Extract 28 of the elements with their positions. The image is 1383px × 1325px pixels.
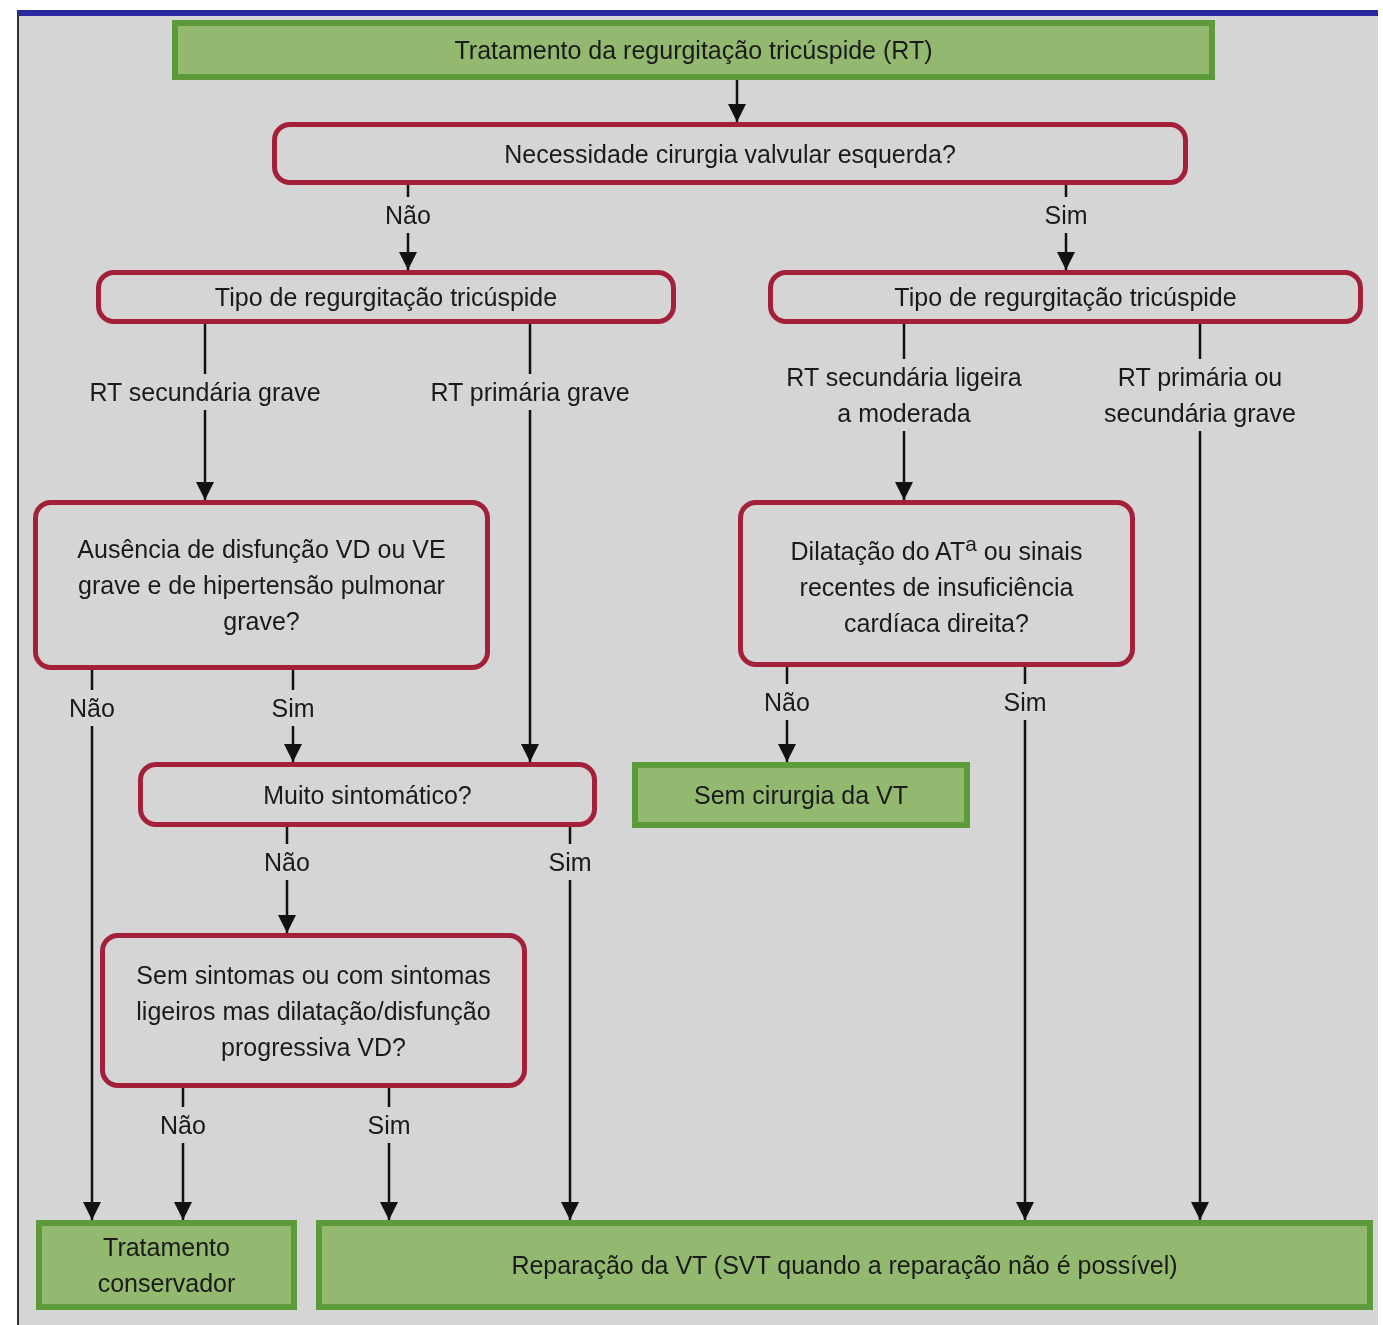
node-text: Sem cirurgia da VT bbox=[694, 780, 908, 811]
arrow bbox=[561, 827, 579, 1220]
node-text: Tipo de regurgitação tricúspide bbox=[894, 282, 1237, 313]
decision-box bbox=[768, 270, 1363, 324]
action-box bbox=[172, 20, 1215, 80]
arrow bbox=[83, 670, 101, 1220]
decision-box bbox=[100, 933, 527, 1088]
action-box bbox=[632, 762, 970, 828]
decision-box bbox=[96, 270, 676, 324]
arrow bbox=[1016, 667, 1034, 1220]
arrow bbox=[728, 80, 746, 122]
node-text: Tipo de regurgitação tricúspide bbox=[214, 282, 558, 313]
node-text: Necessidade cirurgia valvular esquerda? bbox=[504, 138, 956, 170]
decision-box bbox=[738, 500, 1135, 667]
action-box bbox=[36, 1220, 297, 1310]
node-text: Dilatação do AT$^{a}$ ou sinais recentes de insuficiência cardíaca direita? bbox=[789, 530, 1084, 640]
node-text: Ausência de disfunção VD ou VE grave e de hipertensão pulmonar grave? bbox=[76, 534, 447, 637]
node-text: Tratamento conservador bbox=[96, 1232, 237, 1299]
node-text: Sem sintomas ou com sintomas ligeiros mas dilatação/disfunção progressiva VD? bbox=[135, 959, 492, 1063]
arrow bbox=[1191, 324, 1209, 1220]
action-box bbox=[316, 1220, 1373, 1310]
node-text: Muito sintomático? bbox=[263, 779, 472, 811]
node-text: Tratamento da regurgitação tricúspide (RT) bbox=[454, 35, 933, 66]
decision-box bbox=[272, 122, 1188, 185]
decision-box bbox=[138, 762, 597, 827]
decision-box bbox=[33, 500, 490, 670]
node-text: Reparação da VT (SVT quando a reparação não é possível) bbox=[511, 1250, 1178, 1281]
arrow bbox=[521, 324, 539, 762]
